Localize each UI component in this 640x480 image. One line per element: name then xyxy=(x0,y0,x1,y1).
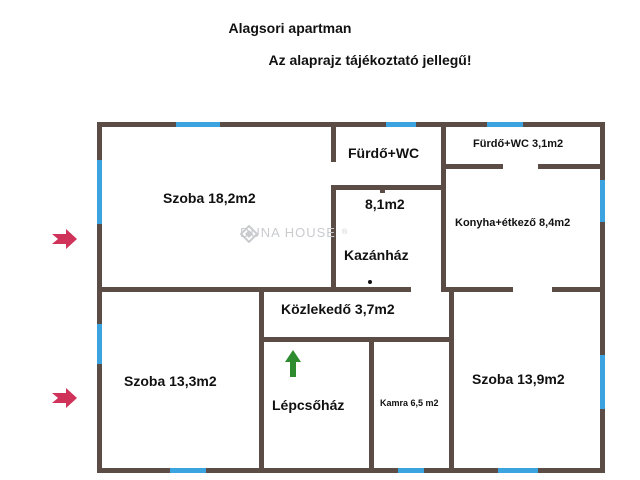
wall-furdo-left-bottom xyxy=(331,185,336,292)
entry-arrow-bottom xyxy=(52,388,77,408)
walls xyxy=(97,122,605,473)
wall-top xyxy=(97,122,605,127)
stair-up-arrow xyxy=(285,350,301,377)
watermark-text: DUNA HOUSE xyxy=(240,225,336,240)
wall-bottom xyxy=(97,468,605,473)
wall-konyha-bottom-left xyxy=(441,287,513,292)
dunahouse-logo-icon xyxy=(240,225,258,243)
wall-konyha-bottom-right xyxy=(552,287,605,292)
wall-furdo-left-top xyxy=(331,122,336,162)
room-label-kamra: Kamra 6,5 m2 xyxy=(380,398,439,408)
wall-furdo-bottom xyxy=(336,185,441,190)
window xyxy=(600,180,605,222)
watermark-logo: DUNA HOUSE ® xyxy=(240,225,349,243)
window xyxy=(176,122,220,127)
entry-arrow-top xyxy=(52,229,77,249)
room-label-szoba3: Szoba 13,9m2 xyxy=(472,371,565,387)
wall-szoba1-bottom xyxy=(97,287,333,292)
wall-kamra-left xyxy=(369,337,374,473)
wall-right xyxy=(600,122,605,473)
window xyxy=(600,355,605,409)
wall-kozlekedo-bottom xyxy=(264,337,454,342)
plan-title: Alagsori apartman xyxy=(228,20,352,36)
room-label-furdo-wc2: Fürdő+WC 3,1m2 xyxy=(473,138,564,150)
window xyxy=(170,468,206,473)
room-label-lepcsohaz: Lépcsőház xyxy=(272,397,345,413)
windows xyxy=(97,122,605,473)
window xyxy=(97,324,102,364)
window xyxy=(386,122,416,127)
wall-szoba2-right xyxy=(259,287,264,473)
window xyxy=(398,468,424,473)
wall-left xyxy=(97,122,102,473)
wall-furdo2-bottom-right xyxy=(538,164,605,169)
room-label-kazanhaz: Kazánház xyxy=(344,247,409,263)
window xyxy=(498,468,538,473)
room-label-furdo-wc: Fürdő+WC xyxy=(348,145,420,161)
room-label-konyha: Konyha+étkező 8,4m2 xyxy=(455,217,571,229)
window xyxy=(487,122,523,127)
wall-furdo-right xyxy=(441,122,446,292)
room-label-szoba2: Szoba 13,3m2 xyxy=(124,373,217,389)
wall-kamra-right xyxy=(449,287,454,473)
wall-furdo-stub xyxy=(380,185,385,193)
room-label-szoba1: Szoba 18,2m2 xyxy=(163,190,256,206)
kazanhaz-marker xyxy=(368,280,372,284)
watermark-reg-mark: ® xyxy=(341,229,349,236)
wall-kozlekedo-top xyxy=(331,287,411,292)
wall-furdo2-bottom-left xyxy=(441,164,503,169)
room-label-furdo-area: 8,1m2 xyxy=(365,196,405,212)
plan-subtitle: Az alaprajz tájékoztató jellegű! xyxy=(268,52,472,68)
room-label-kozlekedo: Közlekedő 3,7m2 xyxy=(281,301,395,317)
window xyxy=(97,160,102,224)
